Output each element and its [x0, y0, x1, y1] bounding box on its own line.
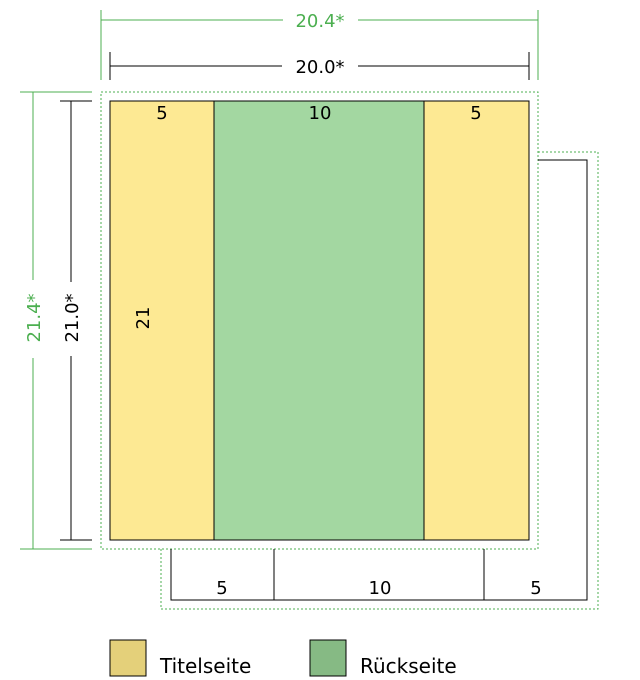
inner-width-label: 20.0*: [295, 57, 344, 78]
legend-cover-label: Titelseite: [159, 654, 251, 678]
back-bleed-outline: [160, 151, 599, 610]
cover-right-area: [423, 100, 530, 541]
front-bleed-outline: [100, 91, 539, 550]
cover-left-area: [109, 100, 215, 541]
back-panel-outline: [170, 159, 588, 601]
outer-height-label: 21.4*: [24, 293, 45, 342]
bottom-label-left: 5: [216, 578, 227, 599]
outer-width-label: 20.4*: [295, 11, 344, 32]
height-label: 21: [133, 307, 154, 330]
top-label-left: 5: [156, 103, 167, 124]
top-label-right: 5: [470, 103, 481, 124]
legend-back-label: Rückseite: [360, 654, 457, 678]
back-center-area: [213, 100, 425, 541]
top-label-center: 10: [309, 103, 332, 124]
legend-back-swatch: [309, 639, 347, 677]
outer-height-dimension: 21.4*: [20, 91, 92, 550]
inner-height-label: 21.0*: [62, 293, 83, 342]
bottom-label-right: 5: [530, 578, 541, 599]
outer-width-dimension: 20.4*: [100, 10, 539, 80]
inner-width-dimension: 20.0*: [109, 52, 530, 80]
legend-cover-swatch: [109, 639, 147, 677]
bottom-label-center: 10: [369, 578, 392, 599]
legend: Titelseite Rückseite: [109, 639, 457, 678]
inner-height-dimension: 21.0*: [60, 100, 92, 541]
